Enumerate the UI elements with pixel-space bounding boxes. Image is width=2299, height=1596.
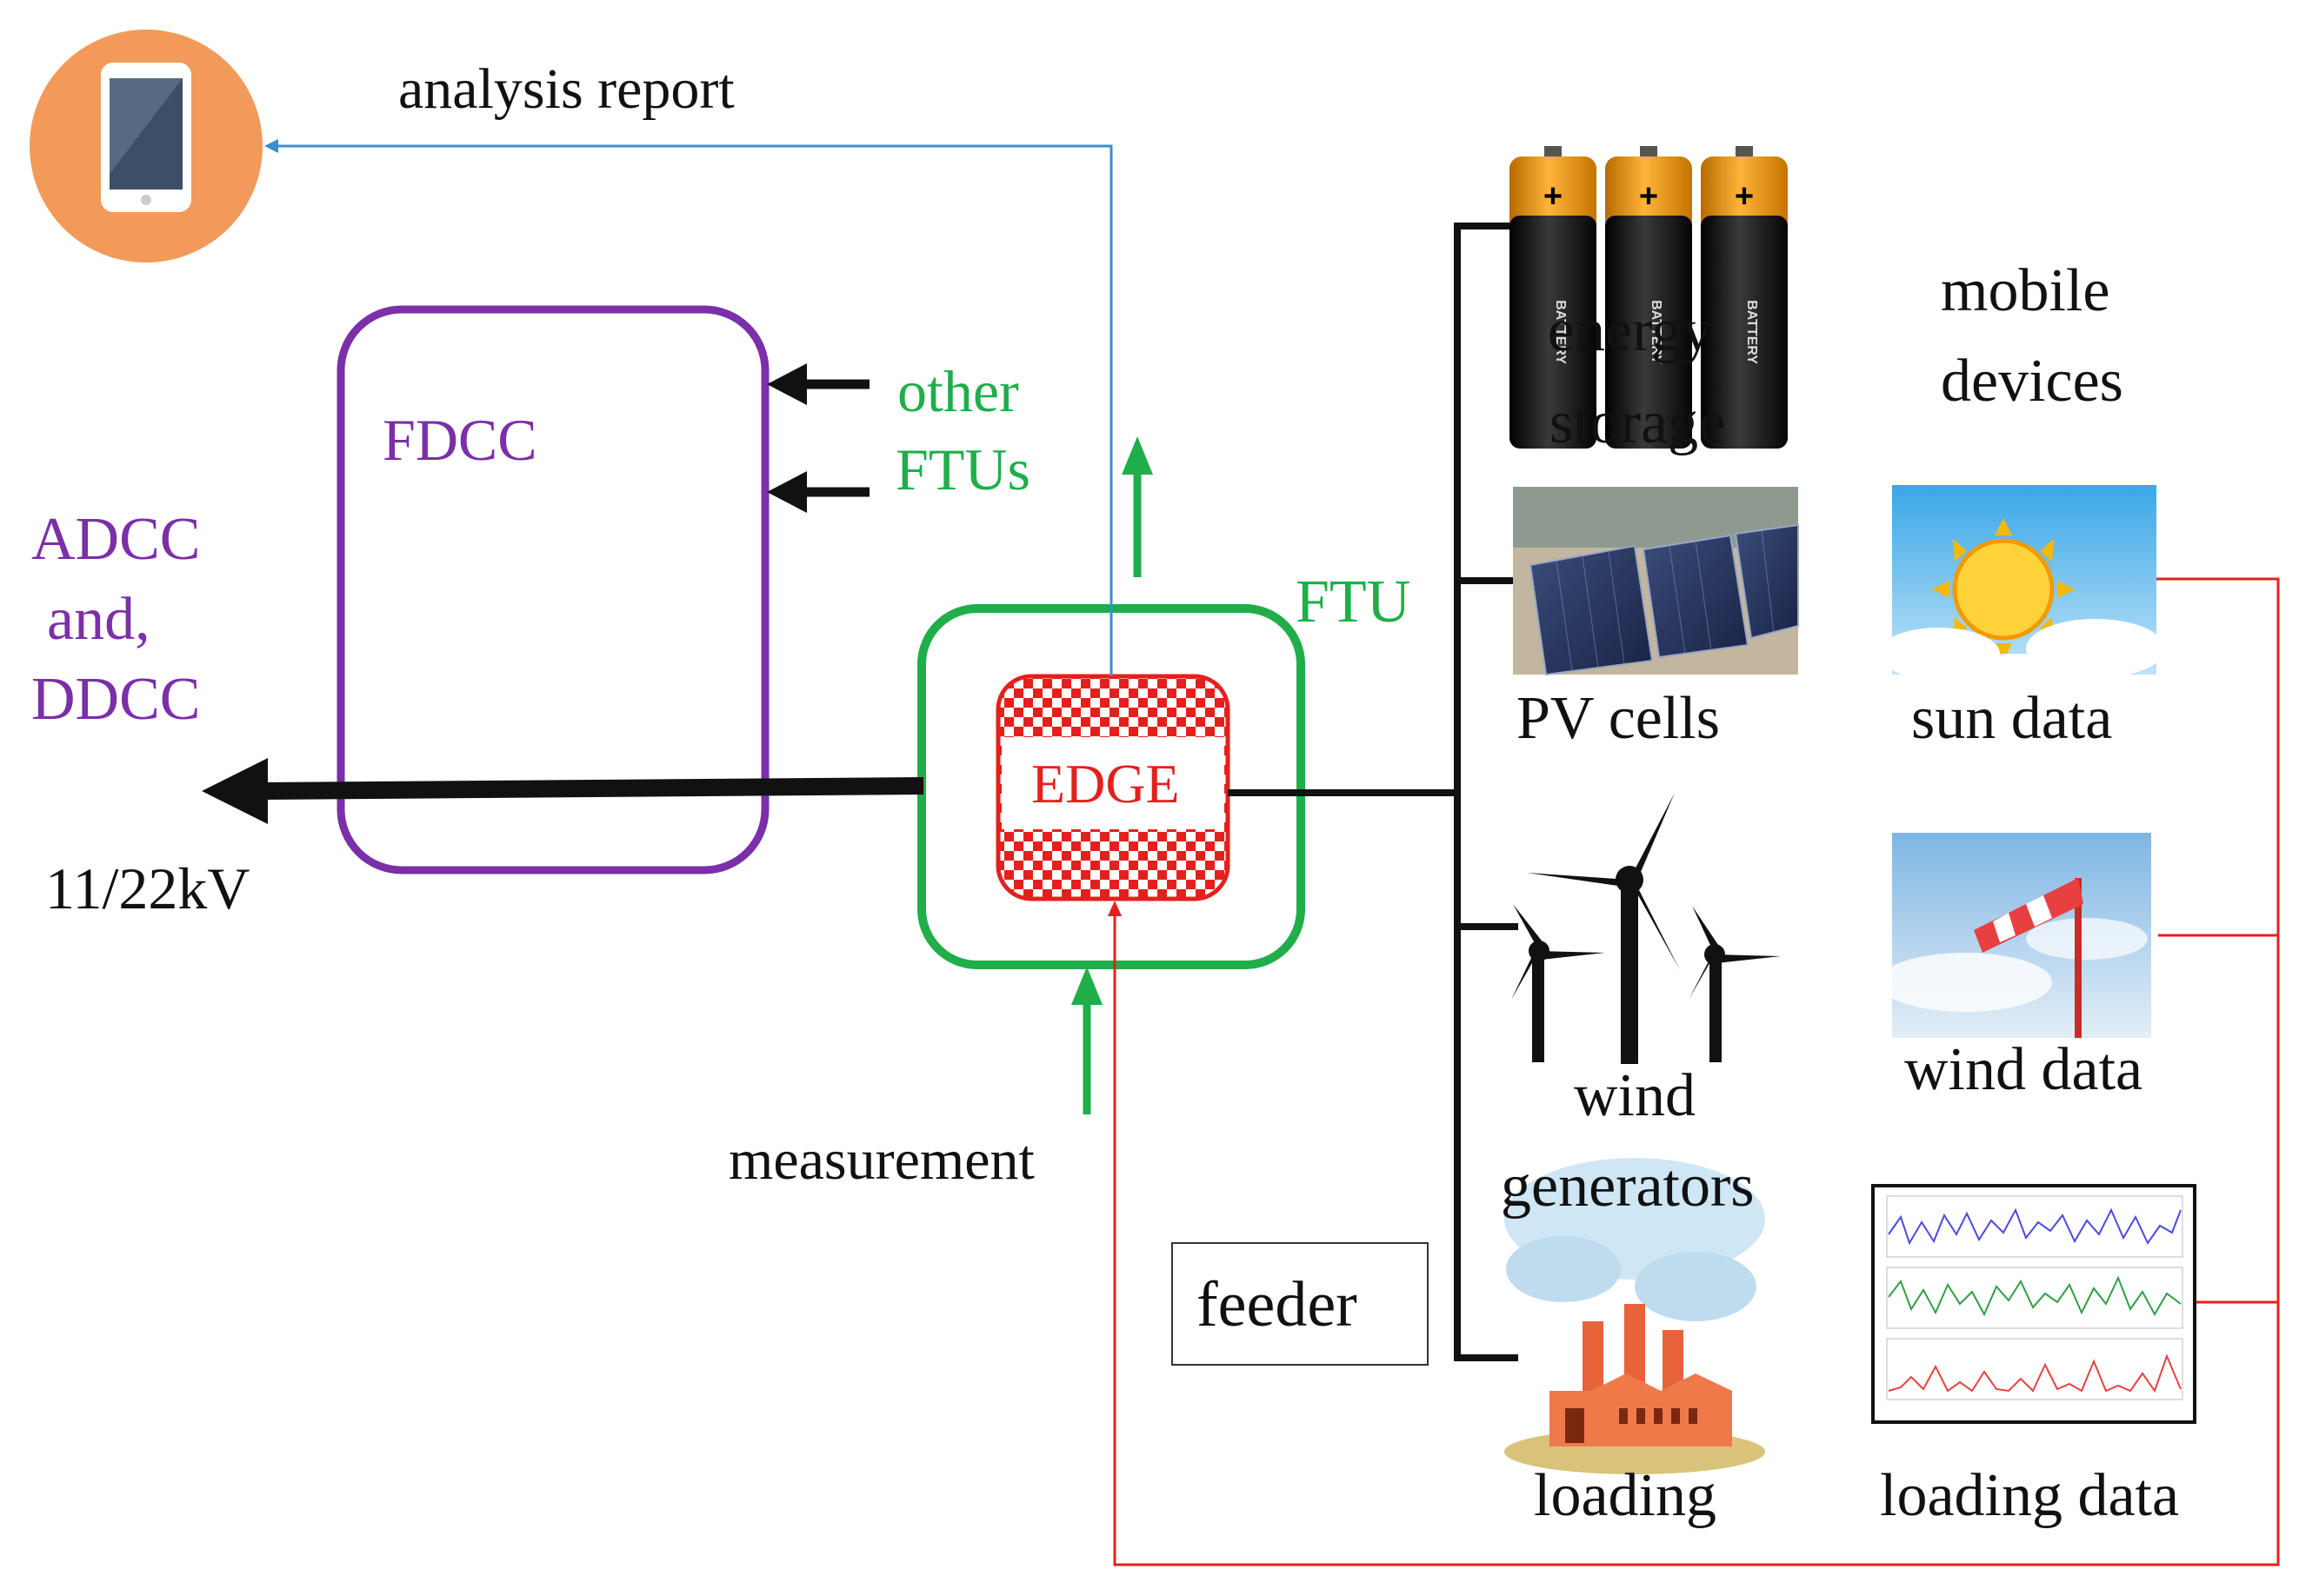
battery-plus: + [1735,178,1754,215]
feeder-box [1171,1242,1429,1366]
energy-storage-label-line1: energy [1548,297,1713,364]
battery-label: BATTERY [1649,300,1663,364]
load-chart-icon [1871,1184,2196,1424]
sun-data-label: sun data [1911,685,2113,752]
loading-data-label: loading data [1880,1462,2180,1529]
other-ftus-arrows [767,363,870,513]
other-ftus-label-line1: other [897,358,1019,424]
energy-storage-label-line2: storage [1549,389,1726,456]
measurement-arrow [1071,967,1103,1114]
windsock-icon [1878,833,2151,1038]
battery-plus: + [1639,178,1658,215]
solar-panel-icon [1513,487,1799,676]
sun-weather-icon [1878,485,2165,685]
wind-generators-label-line2: generators [1501,1153,1755,1220]
bus-arrow-to-adcc [202,758,924,824]
loading-label: loading [1534,1462,1716,1529]
pv-cells-label: PV cells [1516,685,1720,752]
battery-label: BATTERY [1553,300,1568,364]
battery-label: BATTERY [1744,300,1759,364]
voltage-label: 11/22kV [45,855,250,921]
edge-module [996,674,1230,901]
analysis-report-label: analysis report [398,57,735,121]
wind-data-label: wind data [1904,1036,2143,1103]
smartphone-icon [30,30,263,263]
fdcc-label: FDCC [383,407,537,473]
factory-icon [1504,1158,1765,1474]
adcc-label-line1: ADCC [31,506,201,573]
mobile-devices-label-line2: devices [1941,348,2123,415]
adcc-label-line3: DDCC [31,666,201,733]
wind-generators-label-line1: wind [1574,1062,1696,1129]
data-feedback-line [1108,577,2280,1566]
feeder-label: feeder [1196,1269,1357,1340]
feeder-bus [1228,223,1518,1361]
analysis-report-arrow [264,139,1113,676]
fdcc-box [337,305,770,874]
mobile-devices-label-line1: mobile [1941,257,2110,324]
battery-plus: + [1543,178,1563,215]
other-ftus-label-line2: FTUs [896,436,1030,502]
wind-turbine-icon [1511,793,1781,1064]
ftu-label: FTU [1296,569,1411,635]
measurement-label: measurement [729,1128,1035,1192]
adcc-label-line2: and, [47,586,150,653]
edge-label: EDGE [1031,753,1180,815]
green-up-arrow [1122,436,1153,577]
battery-icon: + BATTERY + BATTERY + BATTERY [1509,146,1788,449]
